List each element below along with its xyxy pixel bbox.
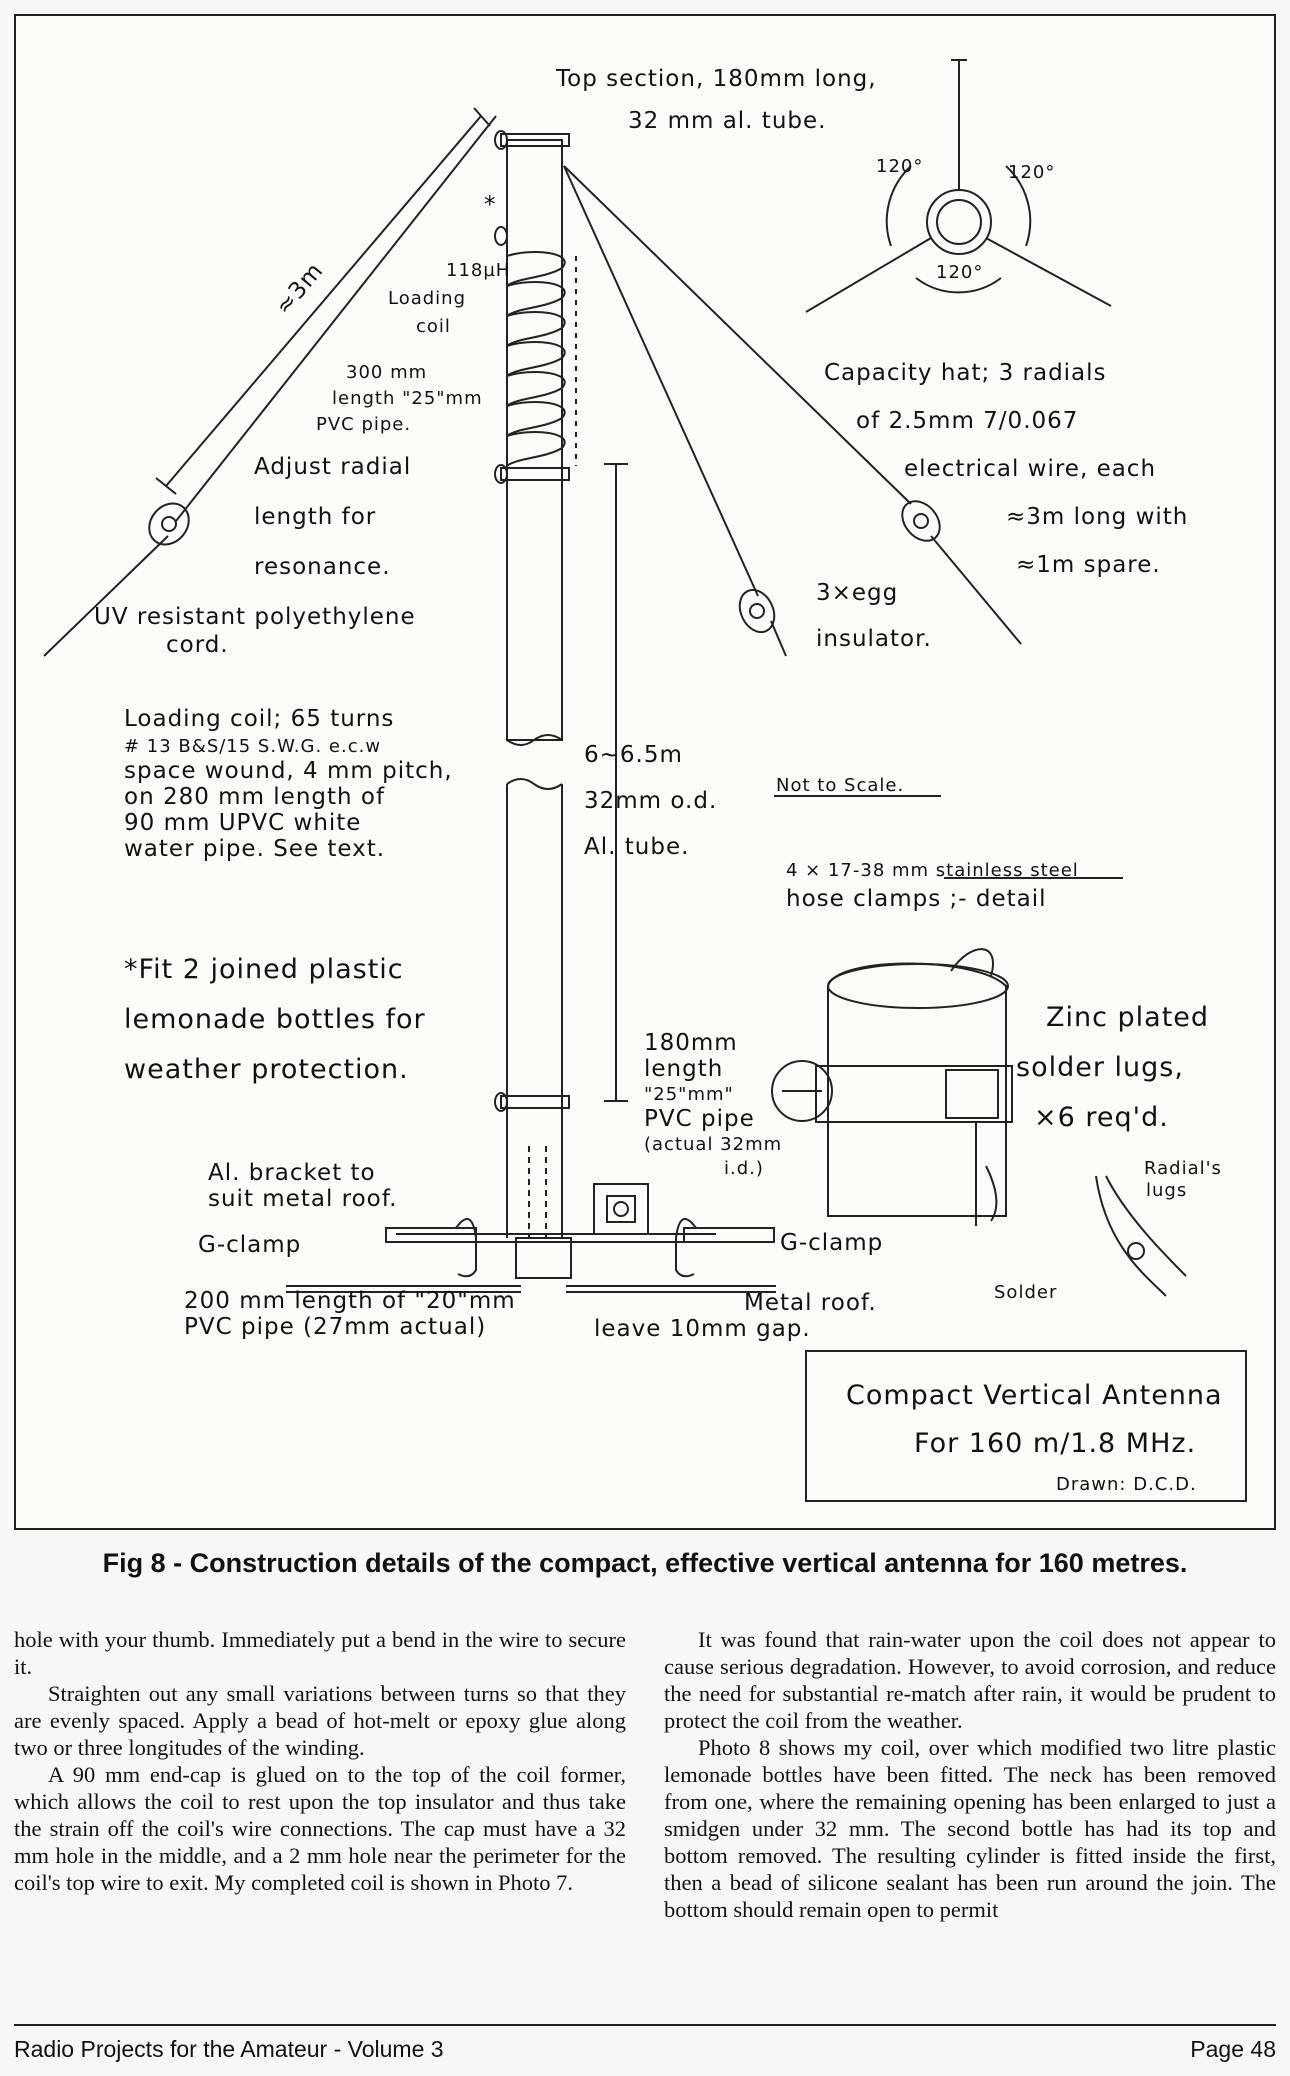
figure-drawn-by: Drawn: D.C.D. (1056, 1474, 1197, 1495)
label-inductance-2: Loading (388, 288, 466, 309)
label-gclamp-right: G-clamp (780, 1230, 883, 1256)
label-clamps-2: hose clamps ;- detail (786, 886, 1047, 912)
label-pipe300-1: 300 mm (346, 362, 427, 383)
paragraph: Photo 8 shows my coil, over which modifi… (664, 1735, 1276, 1922)
paragraph: A 90 mm end-cap is glued on to the top o… (14, 1762, 626, 1895)
figure-title-1: Compact Vertical Antenna (846, 1380, 1223, 1411)
figure-caption: Fig 8 - Construction details of the comp… (102, 1548, 1188, 1578)
mast-lower (506, 778, 563, 1238)
label-clamps-1: 4 × 17-38 mm stainless steel (786, 860, 1079, 881)
label-cap-hat-1: Capacity hat; 3 radials (824, 360, 1107, 386)
label-uv-2: cord. (166, 632, 229, 658)
label-coil-1: Loading coil; 65 turns (124, 706, 394, 732)
label-solder: Solder (994, 1282, 1057, 1303)
label-coil-2: # 13 B&S/15 S.W.G. e.c.w (124, 736, 381, 757)
label-cap-hat-4: ≈3m long with (1006, 504, 1188, 530)
label-not-to-scale: Not to Scale. (776, 775, 904, 796)
label-angle-2: 120° (1008, 162, 1055, 183)
label-inductance-1: 118µH (446, 260, 510, 281)
label-metal-roof: Metal roof. (744, 1290, 877, 1316)
page-number: Page 48 (1190, 2036, 1276, 2062)
label-pipe200-1: 200 mm length of "20"mm (184, 1288, 516, 1314)
body-column-left: hole with your thumb. Immediately put a … (14, 1626, 626, 1896)
loading-coil-winding (506, 251, 566, 467)
label-pipe180-5: (actual 32mm (644, 1134, 782, 1155)
label-coil-3: space wound, 4 mm pitch, (124, 758, 453, 784)
body-column-right: It was found that rain-water upon the co… (664, 1626, 1276, 1923)
label-bottles-1: *Fit 2 joined plastic (124, 954, 404, 985)
label-pipe300-2: length "25"mm (332, 388, 483, 409)
label-asterisk: * (484, 192, 497, 218)
antenna-drawing: Top section, 180mm long, 32 mm al. tube.… (43, 59, 1247, 1502)
capacity-hat-radials (43, 115, 1022, 657)
label-bracket-2: suit metal roof. (208, 1186, 397, 1212)
label-radials-1: Radial's (1144, 1158, 1222, 1179)
book-title: Radio Projects for the Amateur - Volume … (14, 2036, 444, 2062)
label-adjust-3: resonance. (254, 554, 391, 580)
label-egg-1: 3×egg (816, 580, 898, 606)
label-zinc-3: ×6 req'd. (1034, 1102, 1169, 1133)
height-dimension (604, 463, 628, 1102)
label-top-section-2: 32 mm al. tube. (628, 108, 826, 134)
label-pipe180-2: length (644, 1056, 723, 1082)
label-gap: leave 10mm gap. (594, 1316, 811, 1342)
label-adjust-1: Adjust radial (254, 454, 411, 480)
figure-title-2: For 160 m/1.8 MHz. (914, 1428, 1196, 1459)
label-bottles-2: lemonade bottles for (124, 1004, 426, 1035)
label-zinc-1: Zinc plated (1046, 1002, 1209, 1033)
label-bracket-1: Al. bracket to (208, 1160, 376, 1186)
label-pipe180-4: PVC pipe (644, 1106, 755, 1132)
label-pipe200-2: PVC pipe (27mm actual) (184, 1314, 486, 1340)
label-height: 6~6.5m (584, 742, 683, 768)
label-angle-1: 120° (876, 156, 923, 177)
label-pipe180-1: 180mm (644, 1030, 738, 1056)
label-angle-3: 120° (936, 262, 983, 283)
label-coil-5: 90 mm UPVC white (124, 810, 361, 836)
label-cap-hat-3: electrical wire, each (904, 456, 1156, 482)
label-top-section-1: Top section, 180mm long, (555, 66, 877, 92)
label-adjust-2: length for (254, 504, 376, 530)
mast-upper (506, 139, 563, 746)
page-footer: Radio Projects for the Amateur - Volume … (14, 2024, 1276, 2066)
label-zinc-2: solder lugs, (1016, 1052, 1184, 1083)
label-inductance-3: coil (416, 316, 451, 337)
hose-clamps (494, 130, 570, 1112)
paragraph: It was found that rain-water upon the co… (664, 1627, 1276, 1733)
label-coil-4: on 280 mm length of (124, 784, 385, 810)
title-box (805, 1350, 1247, 1502)
label-egg-2: insulator. (816, 626, 932, 652)
hose-clamp-detail (771, 948, 1187, 1297)
paragraph: Straighten out any small variations betw… (14, 1681, 626, 1760)
label-al-tube: Al. tube. (584, 834, 689, 860)
label-pipe300-3: PVC pipe. (316, 414, 411, 435)
label-radials-2: lugs (1146, 1180, 1187, 1201)
paragraph: hole with your thumb. Immediately put a … (14, 1627, 626, 1679)
base-assembly (286, 1183, 776, 1293)
label-cap-hat-5: ≈1m spare. (1016, 552, 1161, 578)
label-pipe180-6: i.d.) (724, 1158, 764, 1179)
antenna-construction-figure: Top section, 180mm long, 32 mm al. tube.… (14, 14, 1276, 1530)
label-cap-hat-2: of 2.5mm 7/0.067 (856, 408, 1078, 434)
capacity-hat-top-view (805, 59, 1112, 313)
label-coil-6: water pipe. See text. (124, 836, 385, 862)
label-od: 32mm o.d. (584, 788, 717, 814)
label-bottles-3: weather protection. (124, 1054, 409, 1085)
label-gclamp-left: G-clamp (198, 1232, 301, 1258)
label-uv-1: UV resistant polyethylene (94, 604, 416, 630)
label-pipe180-3: "25"mm" (644, 1084, 734, 1105)
egg-insulators (148, 500, 941, 634)
label-approx-3m: ≈3m (271, 258, 329, 320)
